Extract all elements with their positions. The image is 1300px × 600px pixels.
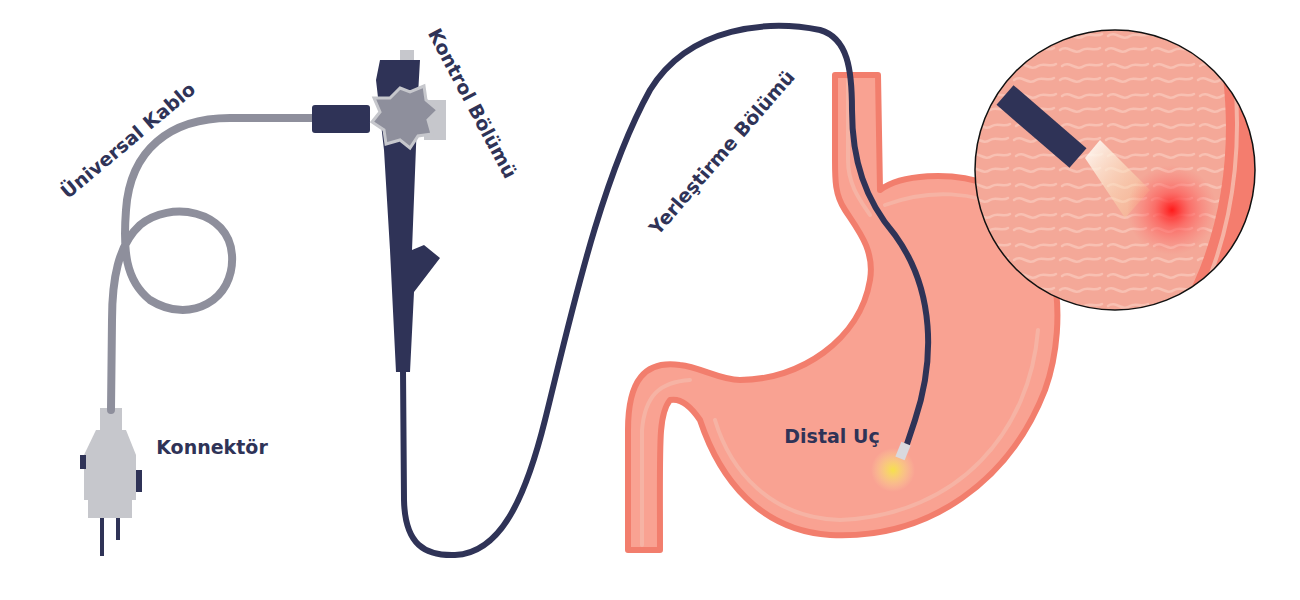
insertion-label: Yerleştirme Bölümü: [645, 66, 799, 238]
tip-light: [871, 448, 915, 492]
control-section: [312, 50, 446, 372]
connector-plug: [80, 408, 142, 556]
distal-tip: [895, 442, 910, 461]
magnifier-ring: [975, 30, 1255, 310]
tip-label: Distal Uç: [784, 426, 879, 447]
connector-label: Konnektör: [156, 437, 268, 458]
universal-cable: [111, 118, 318, 410]
magnified-view: [975, 30, 1260, 310]
